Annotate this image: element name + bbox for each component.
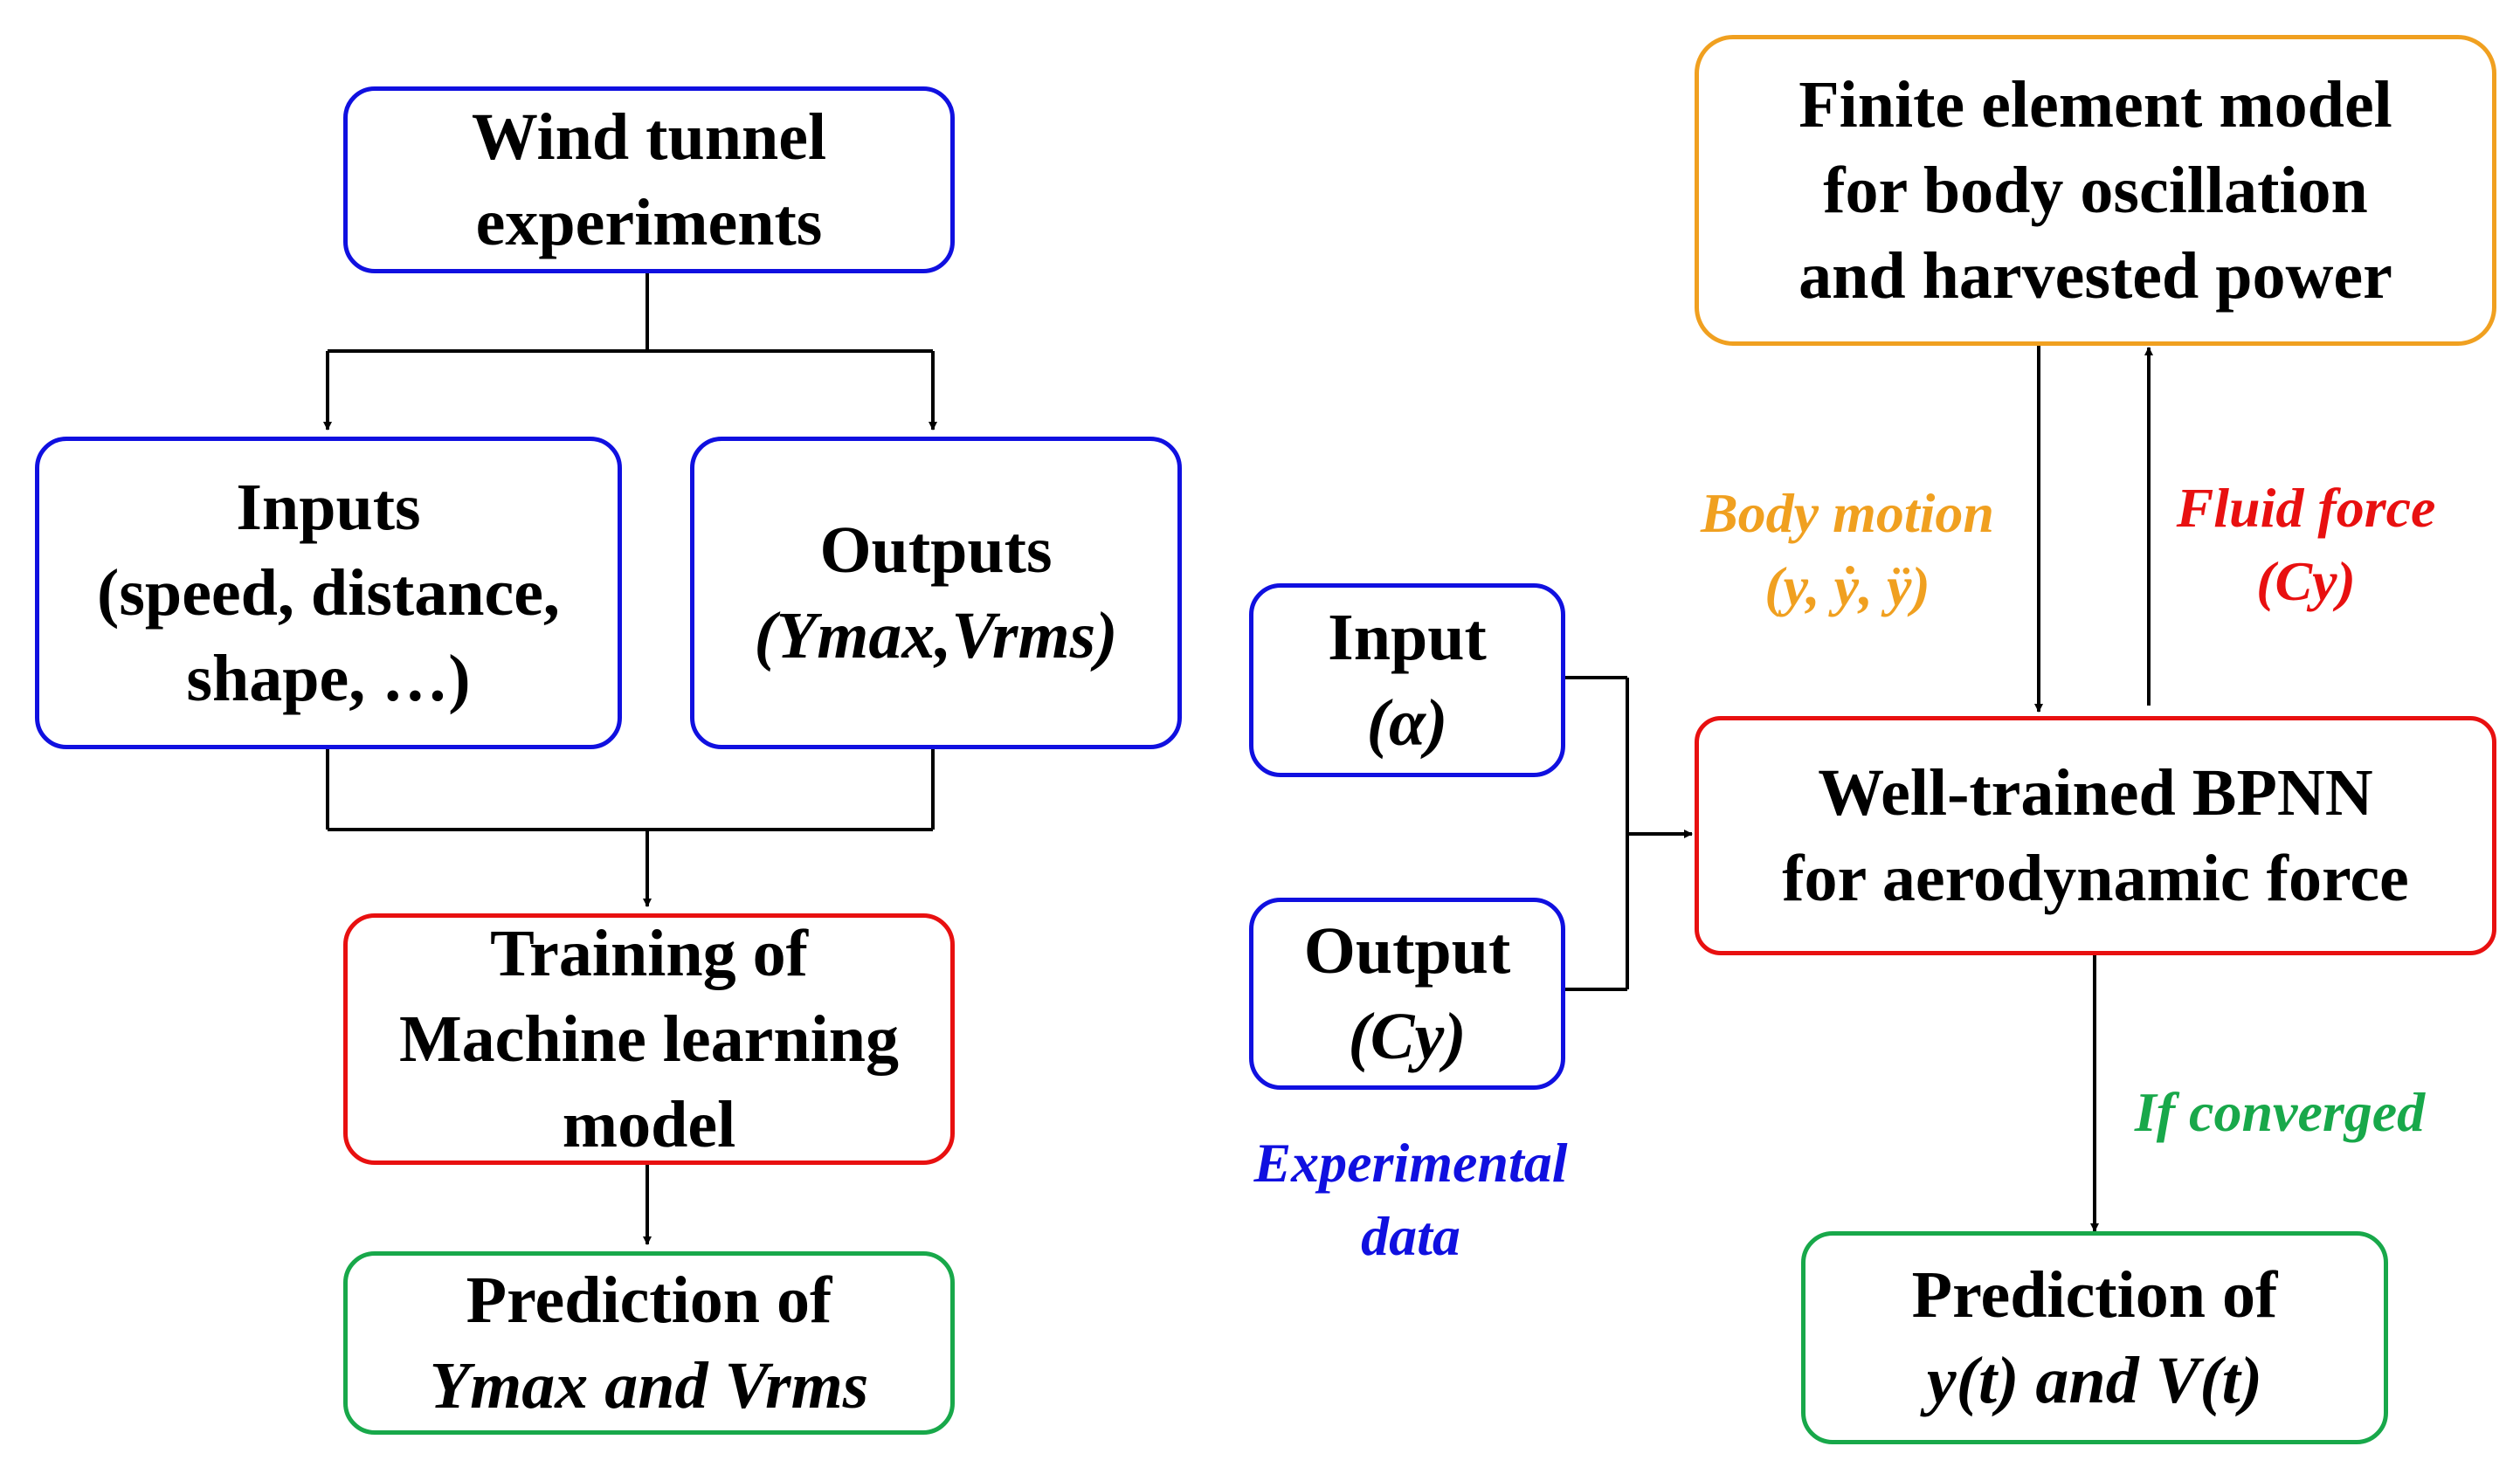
outputs-box: Outputs (Ymax,Vrms) — [690, 437, 1182, 749]
prediction-right-box: Prediction of y(t) and V(t) — [1801, 1231, 2388, 1444]
prediction-left-box: Prediction of Ymax and Vrms — [343, 1251, 955, 1435]
wind-tunnel-line-1: Wind tunnel — [471, 100, 827, 174]
fem-line-1: Finite element model — [1799, 68, 2392, 141]
wind-tunnel-box: Wind tunnel experiments — [343, 86, 955, 273]
inputs-line-3: shape, …) — [186, 642, 471, 715]
training-box: Training of Machine learning model — [343, 913, 955, 1165]
experimental-data-line-1: Experimental — [1253, 1132, 1568, 1194]
outputs-math: (Ymax,Vrms) — [754, 599, 1118, 672]
wind-tunnel-line-2: experiments — [475, 186, 823, 259]
fem-box: Finite element model for body oscillatio… — [1695, 35, 2496, 346]
fluid-force-label: Fluid force (Cy) — [2158, 472, 2454, 618]
output-cy-box: Output (Cy) — [1249, 898, 1565, 1090]
inputs-line-2: (speed, distance, — [97, 556, 560, 630]
fem-line-3: and harvested power — [1799, 239, 2392, 313]
prediction-left-title: Prediction of — [466, 1264, 832, 1337]
input-alpha-box: Input (α) — [1249, 583, 1565, 777]
bpnn-box: Well-trained BPNN for aerodynamic force — [1695, 716, 2496, 955]
body-motion-label: Body motion (y, ẏ, ÿ) — [1673, 477, 2022, 623]
output-title: Output — [1303, 914, 1511, 988]
if-converged-label: If converged — [2114, 1076, 2446, 1149]
bpnn-line-1: Well-trained BPNN — [1818, 756, 2373, 830]
experimental-data-line-2: data — [1361, 1205, 1460, 1267]
fluid-force-line-1: Fluid force — [2176, 477, 2436, 539]
input-title: Input — [1328, 601, 1487, 674]
prediction-right-title: Prediction of — [1911, 1258, 2278, 1332]
bpnn-line-2: for aerodynamic force — [1782, 842, 2409, 915]
input-math: (α) — [1366, 686, 1448, 760]
training-line-1: Training of — [490, 917, 808, 990]
output-math: (Cy) — [1348, 1000, 1467, 1073]
training-line-3: model — [562, 1088, 736, 1161]
inputs-box: Inputs (speed, distance, shape, …) — [35, 437, 622, 749]
training-line-2: Machine learning — [398, 1002, 900, 1076]
body-motion-line-1: Body motion — [1700, 482, 1995, 544]
body-motion-line-2: (y, ẏ, ÿ) — [1764, 555, 1930, 617]
fem-line-2: for body oscillation — [1823, 154, 2368, 227]
fluid-force-line-2: (Cy) — [2256, 550, 2356, 612]
prediction-right-math: y(t) and V(t) — [1926, 1344, 2263, 1417]
inputs-line-1: Inputs — [236, 471, 421, 544]
prediction-left-math: Ymax and Vrms — [429, 1349, 869, 1422]
if-converged-text: If converged — [2134, 1081, 2426, 1143]
outputs-title: Outputs — [819, 513, 1053, 587]
experimental-data-label: Experimental data — [1214, 1126, 1607, 1273]
